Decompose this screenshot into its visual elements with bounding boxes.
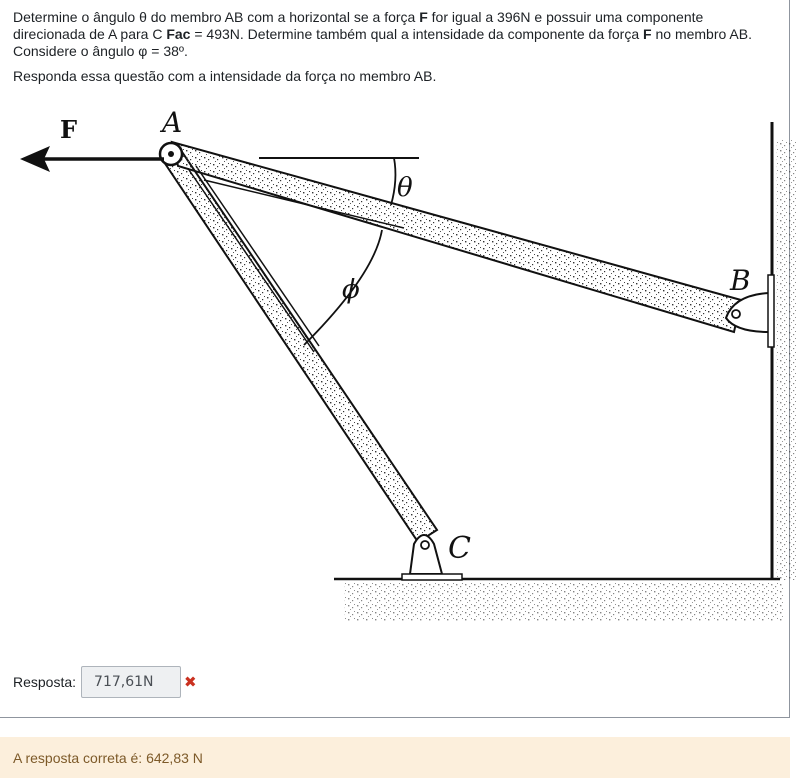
incorrect-x-icon: ✖	[184, 673, 197, 691]
question-instruction: Responda essa questão com a intensidade …	[13, 68, 437, 84]
pin-a	[158, 141, 184, 167]
force-arrow	[20, 146, 164, 172]
wall	[770, 122, 798, 580]
label-theta: θ	[397, 173, 413, 203]
question-text-part: = 493N. Determine também qual a intensid…	[190, 26, 644, 42]
support-b	[724, 274, 775, 348]
question-text: Determine o ângulo θ do membro AB com a …	[13, 9, 778, 85]
theta-arc	[390, 157, 397, 206]
question-text-part: for igual a 396N e possuir uma component…	[13, 9, 704, 42]
support-c	[401, 534, 463, 581]
question-text-part: Determine o ângulo θ do membro AB com a …	[13, 9, 420, 25]
answer-row: Resposta: 717,61N ✖	[13, 665, 197, 699]
answer-label: Resposta:	[13, 674, 77, 690]
label-f: F	[60, 115, 77, 144]
question-statement: Determine o ângulo θ do membro AB com a …	[13, 9, 778, 60]
correct-answer-feedback: A resposta correta é: 642,83 N	[0, 737, 790, 778]
member-ab	[170, 140, 743, 334]
label-b: B	[729, 264, 751, 297]
question-box: Determine o ângulo θ do membro AB com a …	[0, 0, 798, 718]
label-c: C	[448, 531, 471, 566]
label-a: A	[159, 106, 182, 139]
force-symbol: F	[419, 9, 428, 25]
force-symbol: F	[643, 26, 652, 42]
label-phi: ϕ	[342, 275, 360, 305]
phi-arc	[303, 229, 383, 346]
answer-input[interactable]: 717,61N	[81, 666, 182, 698]
ground	[334, 577, 784, 621]
fac-symbol: Fac	[166, 26, 191, 42]
question-text-part: no membro AB. Considere o ângulo φ = 38º…	[13, 26, 752, 59]
truss-diagram: F A B C θ ϕ	[20, 106, 798, 621]
